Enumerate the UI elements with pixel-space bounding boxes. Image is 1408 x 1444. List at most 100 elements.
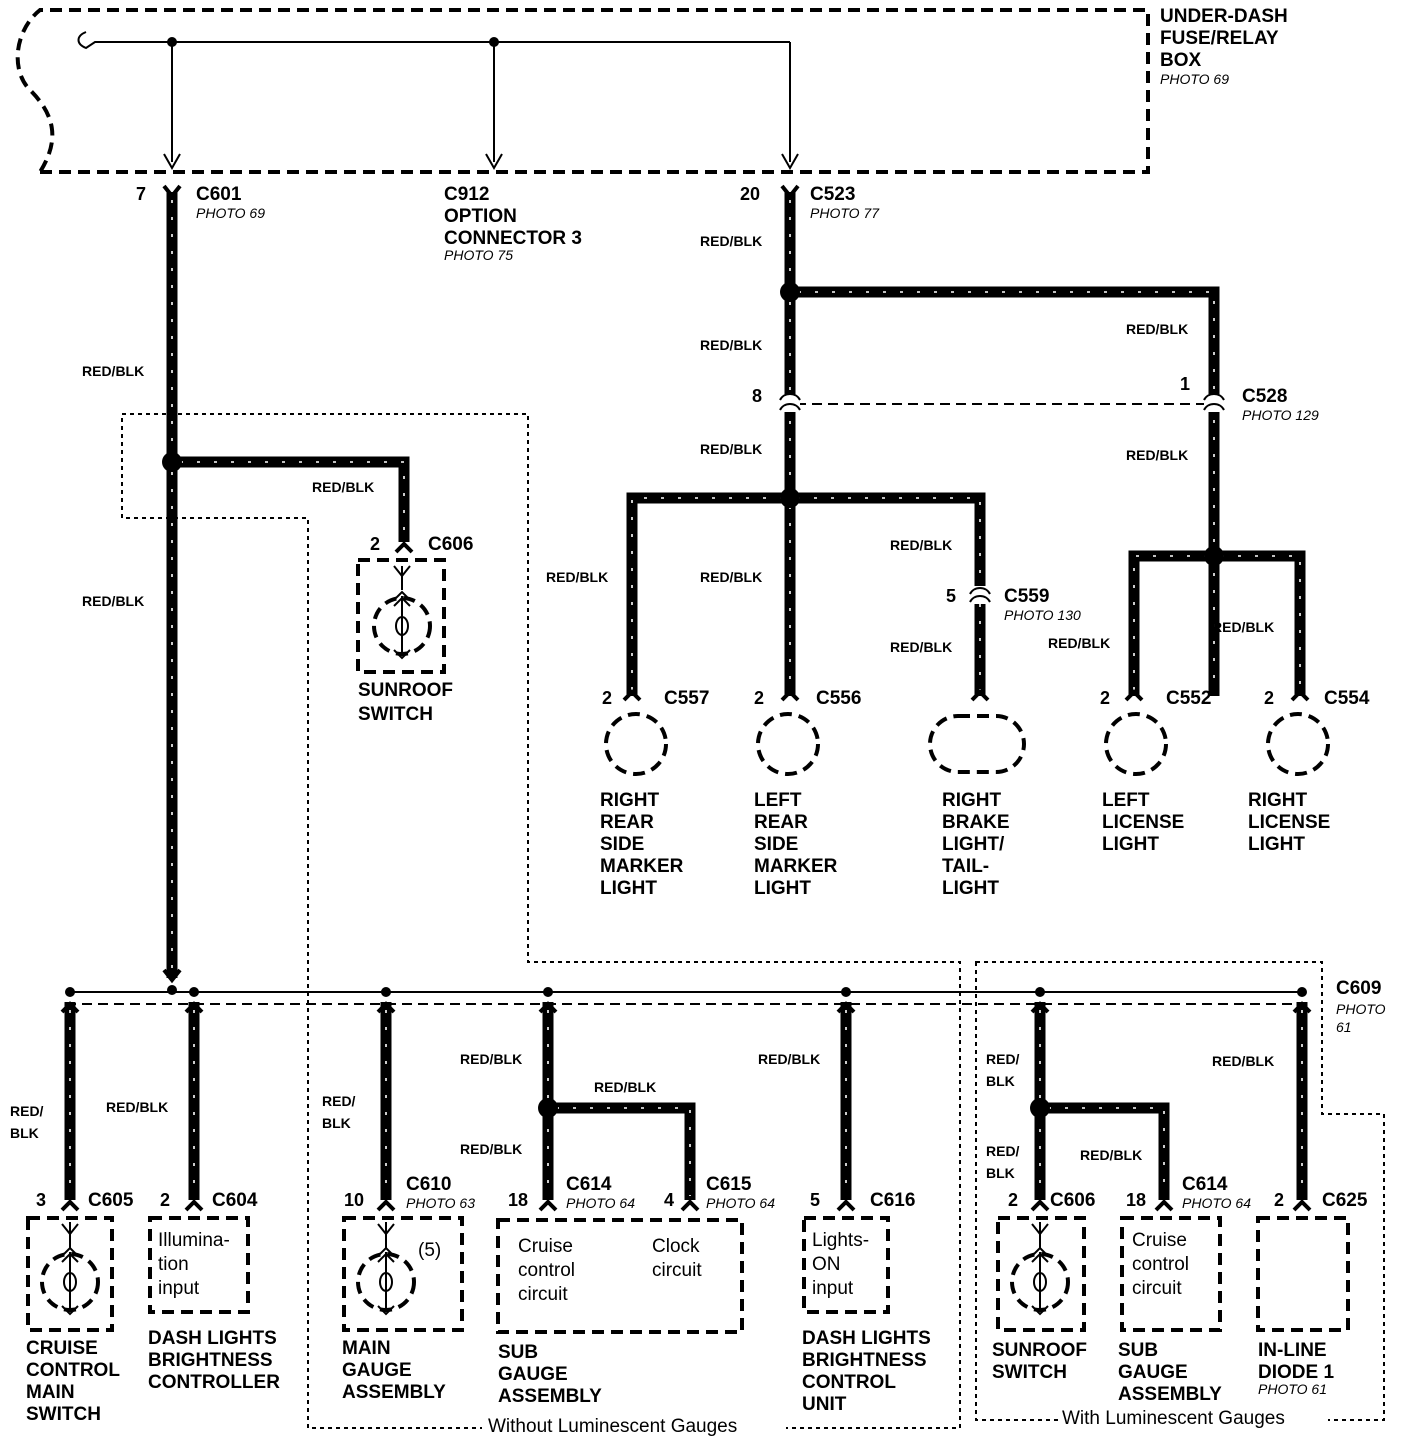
component-label: LICENSE: [1248, 812, 1330, 833]
component-label: MAIN: [342, 1338, 391, 1359]
wire-label: RED/BLK: [1126, 321, 1188, 337]
inner-label: circuit: [652, 1260, 702, 1281]
component-label: LIGHT: [1102, 834, 1159, 855]
group-outline-without: [121, 413, 961, 1429]
c616-label: C616: [870, 1190, 915, 1211]
component-label: SUB: [1118, 1340, 1158, 1361]
switch-icon: [356, 1222, 416, 1316]
component-label: CRUISE: [26, 1338, 98, 1359]
c528-photo: PHOTO 129: [1242, 407, 1319, 423]
c605-pin: 3: [36, 1190, 46, 1210]
fuse-icon: [77, 31, 790, 50]
component-label: SIDE: [754, 834, 798, 855]
c609-photo-2: 61: [1336, 1019, 1352, 1035]
fuse-box-title-3: BOX: [1160, 50, 1202, 71]
c523-photo: PHOTO 77: [810, 205, 880, 221]
c556-label: C556: [816, 688, 861, 709]
component-label: LEFT: [1102, 790, 1150, 811]
c614-label: C614: [566, 1174, 612, 1195]
c554-label: C554: [1324, 688, 1370, 709]
wire-label: RED/BLK: [82, 593, 144, 609]
c556-pin: 2: [754, 688, 764, 708]
sub-gauge-assembly-luminescent: 18 C614 PHOTO 64 Cruise control circuit …: [1118, 1174, 1251, 1405]
component-label: SUNROOF: [358, 680, 453, 701]
c601-photo: PHOTO 69: [196, 205, 265, 221]
c614-pin: 18: [508, 1190, 528, 1210]
c625-label: C625: [1322, 1190, 1368, 1211]
wire-label: RED/BLK: [890, 639, 952, 655]
inner-label: ON: [812, 1254, 841, 1275]
component-label: LIGHT: [600, 878, 657, 899]
inner-label: tion: [158, 1254, 189, 1275]
component-label: GAUGE: [1118, 1362, 1188, 1383]
component-label: REAR: [754, 812, 808, 833]
c606b-pin: 2: [1008, 1190, 1018, 1210]
wire-label: RED/BLK: [700, 569, 762, 585]
component-label: GAUGE: [498, 1364, 568, 1385]
c609-label: C609: [1336, 978, 1381, 999]
wire-label: BLK: [986, 1073, 1015, 1089]
wire-label: BLK: [986, 1165, 1015, 1181]
component-label: ASSEMBLY: [498, 1386, 602, 1407]
component-label: SUB: [498, 1342, 538, 1363]
group-label-with: With Luminescent Gauges: [1062, 1408, 1285, 1429]
component-label: SWITCH: [358, 704, 433, 725]
wire-label: RED/BLK: [460, 1051, 522, 1067]
component-label: GAUGE: [342, 1360, 412, 1381]
c610-photo: PHOTO 63: [406, 1195, 475, 1211]
component-label: LIGHT/: [942, 834, 1005, 855]
bulb-icon: [928, 714, 1026, 774]
c615-pin: 4: [664, 1190, 674, 1210]
c615-label: C615: [706, 1174, 752, 1195]
wire-label: RED/BLK: [594, 1079, 656, 1095]
component-label: DASH LIGHTS: [802, 1328, 931, 1349]
wire-label: RED/BLK: [700, 441, 762, 457]
c605-label: C605: [88, 1190, 134, 1211]
component-label: LIGHT: [942, 878, 999, 899]
c528-pin: 1: [1180, 374, 1190, 394]
c559-photo: PHOTO 130: [1004, 607, 1081, 623]
c557-label: C557: [664, 688, 709, 709]
c604-pin: 2: [160, 1190, 170, 1210]
inner-label: input: [812, 1278, 854, 1299]
c601-label: C601: [196, 184, 242, 205]
component-label: LIGHT: [754, 878, 811, 899]
wire-label: RED/BLK: [1048, 635, 1110, 651]
bulb-icon: [756, 712, 820, 776]
c557-pin: 2: [602, 688, 612, 708]
c604-label: C604: [212, 1190, 258, 1211]
left-rear-side-marker: 2 C556 LEFT REAR SIDE MARKER LIGHT: [754, 688, 861, 899]
component-label: LEFT: [754, 790, 802, 811]
c609-photo-1: PHOTO: [1336, 1001, 1386, 1017]
c614b-label: C614: [1182, 1174, 1228, 1195]
bulb-icon: [604, 712, 668, 776]
c523-label: C523: [810, 184, 855, 205]
bulb-icon: [1104, 712, 1168, 776]
component-label: SWITCH: [26, 1404, 101, 1425]
c912-label: C912: [444, 184, 489, 205]
component-label: RIGHT: [1248, 790, 1308, 811]
inline-diode-photo: PHOTO 61: [1258, 1381, 1327, 1397]
c610-pin: 10: [344, 1190, 364, 1210]
inner-label: Illumina-: [158, 1230, 230, 1251]
c523-pin: 20: [740, 184, 760, 204]
c528-pin-left: 8: [752, 386, 762, 406]
wire-label: RED/BLK: [700, 233, 762, 249]
component-label: SUNROOF: [992, 1340, 1087, 1361]
group-label-without: Without Luminescent Gauges: [488, 1416, 737, 1437]
c606-label: C606: [428, 534, 473, 555]
wire-label: RED/: [986, 1051, 1020, 1067]
component-label: CONTROL: [26, 1360, 120, 1381]
inner-label: Lights-: [812, 1230, 869, 1251]
c614b-photo: PHOTO 64: [1182, 1195, 1251, 1211]
bulb-icon: [1266, 712, 1330, 776]
c554-pin: 2: [1264, 688, 1274, 708]
left-license-light: 2 C552 LEFT LICENSE LIGHT: [1100, 688, 1211, 855]
c625-pin: 2: [1274, 1190, 1284, 1210]
wire-label: RED/: [322, 1093, 356, 1109]
component-label: IN-LINE: [1258, 1340, 1327, 1361]
sunroof-switch-top: 2 C606 SUNROOF SWITCH: [356, 534, 473, 725]
component-label: MAIN: [26, 1382, 75, 1403]
switch-icon: [40, 1222, 100, 1316]
c616-pin: 5: [810, 1190, 820, 1210]
